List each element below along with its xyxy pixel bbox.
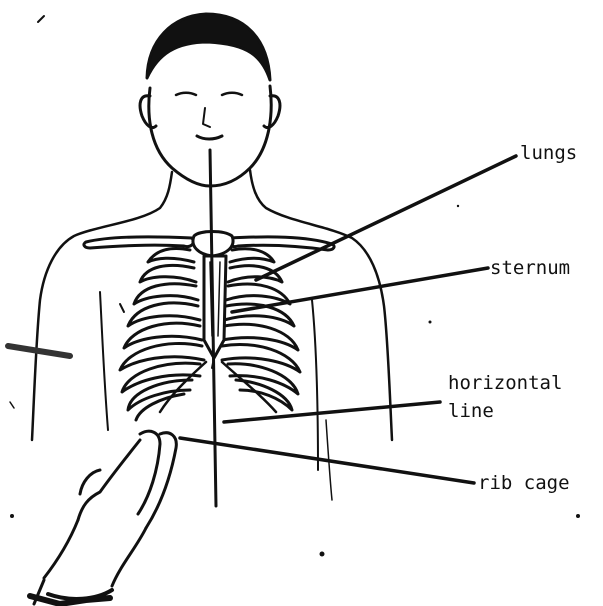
costal-margin: [160, 362, 276, 412]
label-horizontal: horizontal: [448, 372, 562, 395]
ribs-left: [120, 249, 204, 421]
lungs-leader: [256, 156, 516, 280]
label-sternum: sternum: [490, 257, 570, 280]
label-line: line: [448, 400, 494, 423]
pointing-hand: [30, 431, 176, 604]
sternum: [204, 256, 226, 368]
label-lungs: lungs: [520, 142, 577, 165]
label-rib-cage: rib cage: [478, 472, 570, 495]
horizontal-line-leader: [224, 402, 440, 422]
hair: [147, 14, 270, 80]
ribs-right: [222, 249, 300, 410]
clavicles: [84, 232, 334, 257]
